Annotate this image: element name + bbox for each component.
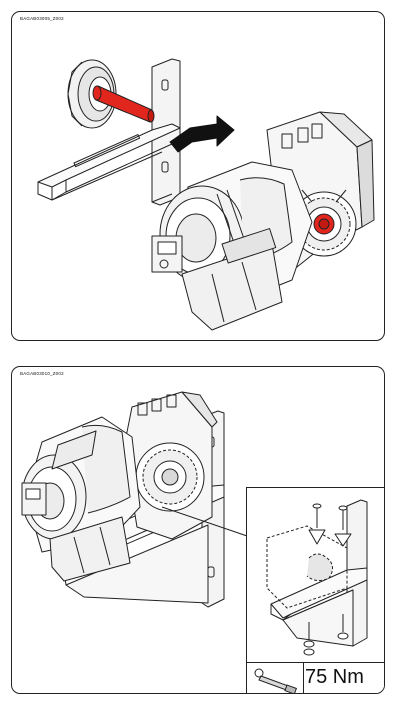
motor-body (151, 161, 313, 331)
figure-code: BAGAB03010_Z002 (20, 371, 64, 376)
motor-body (21, 416, 141, 582)
gearbox (123, 391, 218, 540)
assembly-illustration-2 (21, 391, 275, 608)
figure-code: BAGAB03005_Z002 (20, 16, 64, 21)
torque-spec-row: 75 Nm (247, 662, 384, 693)
step-panel-2: BAGAB03010_Z002 (11, 366, 385, 694)
detail-inset: 75 Nm (246, 487, 384, 693)
bracket-detail-illustration (266, 499, 368, 656)
direction-arrow (169, 115, 235, 153)
torque-wrench-icon (247, 663, 304, 693)
step-panel-1: BAGAB03005_Z002 (11, 11, 385, 341)
wall-bracket (37, 58, 181, 206)
torque-value: 75 Nm (305, 666, 364, 688)
assembly-illustration-1 (37, 58, 375, 331)
shaft-highlight (92, 85, 155, 123)
